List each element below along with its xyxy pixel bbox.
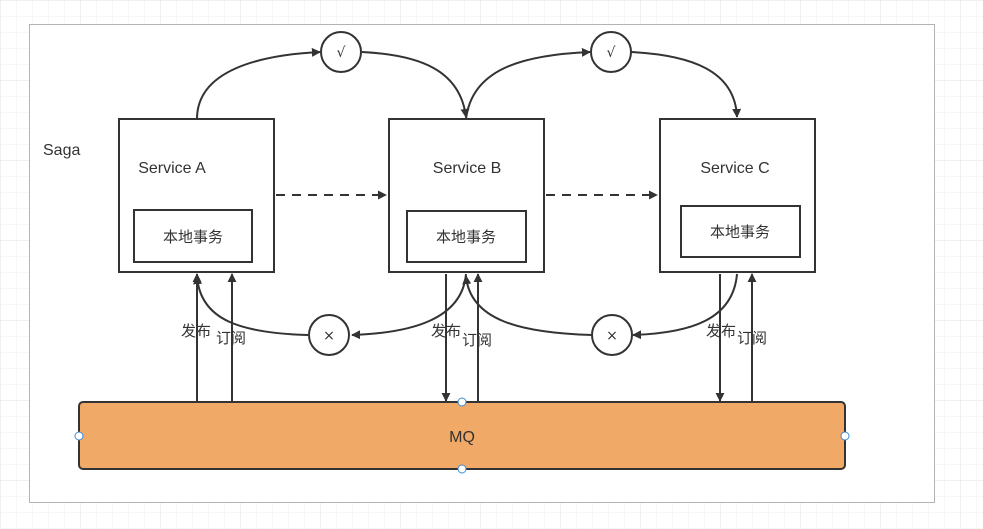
service-b-local-tx-label: 本地事务 — [436, 228, 496, 246]
success-arrow-check-to-b[interactable] — [361, 51, 470, 118]
compensation-arrow-cross-to-a[interactable] — [193, 275, 309, 336]
check-icon: √ — [337, 45, 346, 61]
compensation-arrow-b-to-cross[interactable] — [351, 273, 467, 340]
success-node-bc[interactable]: √ — [590, 31, 632, 73]
success-node-ab[interactable]: √ — [320, 31, 362, 73]
subscribe-label-a: 订阅 — [216, 329, 246, 347]
service-b-local-tx[interactable] — [406, 210, 527, 263]
service-a-node[interactable]: Service A 本地事务 — [118, 118, 275, 273]
service-c-label: Service C — [700, 160, 769, 177]
service-b-node[interactable]: Service B 本地事务 — [388, 118, 545, 273]
success-arrow-a-to-check[interactable] — [196, 47, 321, 120]
resize-handle-left[interactable] — [74, 431, 84, 441]
compensation-arrow-c-to-cross[interactable] — [632, 273, 738, 340]
mq-label: MQ — [449, 429, 475, 446]
publish-label-b: 发布 — [431, 322, 461, 340]
service-c-node[interactable]: Service C 本地事务 — [659, 118, 816, 273]
subscribe-label-b: 订阅 — [462, 331, 492, 349]
cross-icon: × — [323, 328, 335, 344]
subscribe-label-c: 订阅 — [737, 329, 767, 347]
service-a-local-tx[interactable] — [133, 209, 253, 263]
failure-node-ab[interactable]: × — [308, 314, 350, 356]
resize-handle-top[interactable] — [457, 397, 467, 407]
resize-handle-bottom[interactable] — [457, 464, 467, 474]
service-b-label: Service B — [433, 160, 501, 177]
cross-icon: × — [606, 328, 618, 344]
publish-label-a: 发布 — [181, 322, 211, 340]
success-arrow-check-to-c[interactable] — [630, 51, 742, 118]
service-c-local-tx-label: 本地事务 — [710, 223, 770, 241]
resize-handle-right[interactable] — [840, 431, 850, 441]
check-icon: √ — [607, 45, 616, 61]
service-a-local-tx-label: 本地事务 — [163, 228, 223, 246]
failure-node-bc[interactable]: × — [591, 314, 633, 356]
compensation-arrow-cross-to-b[interactable] — [462, 275, 593, 336]
service-c-local-tx[interactable] — [680, 205, 801, 258]
success-arrow-b-to-check[interactable] — [465, 47, 591, 120]
service-a-label: Service A — [138, 160, 206, 177]
saga-title: Saga — [43, 142, 80, 159]
publish-label-c: 发布 — [706, 322, 736, 340]
